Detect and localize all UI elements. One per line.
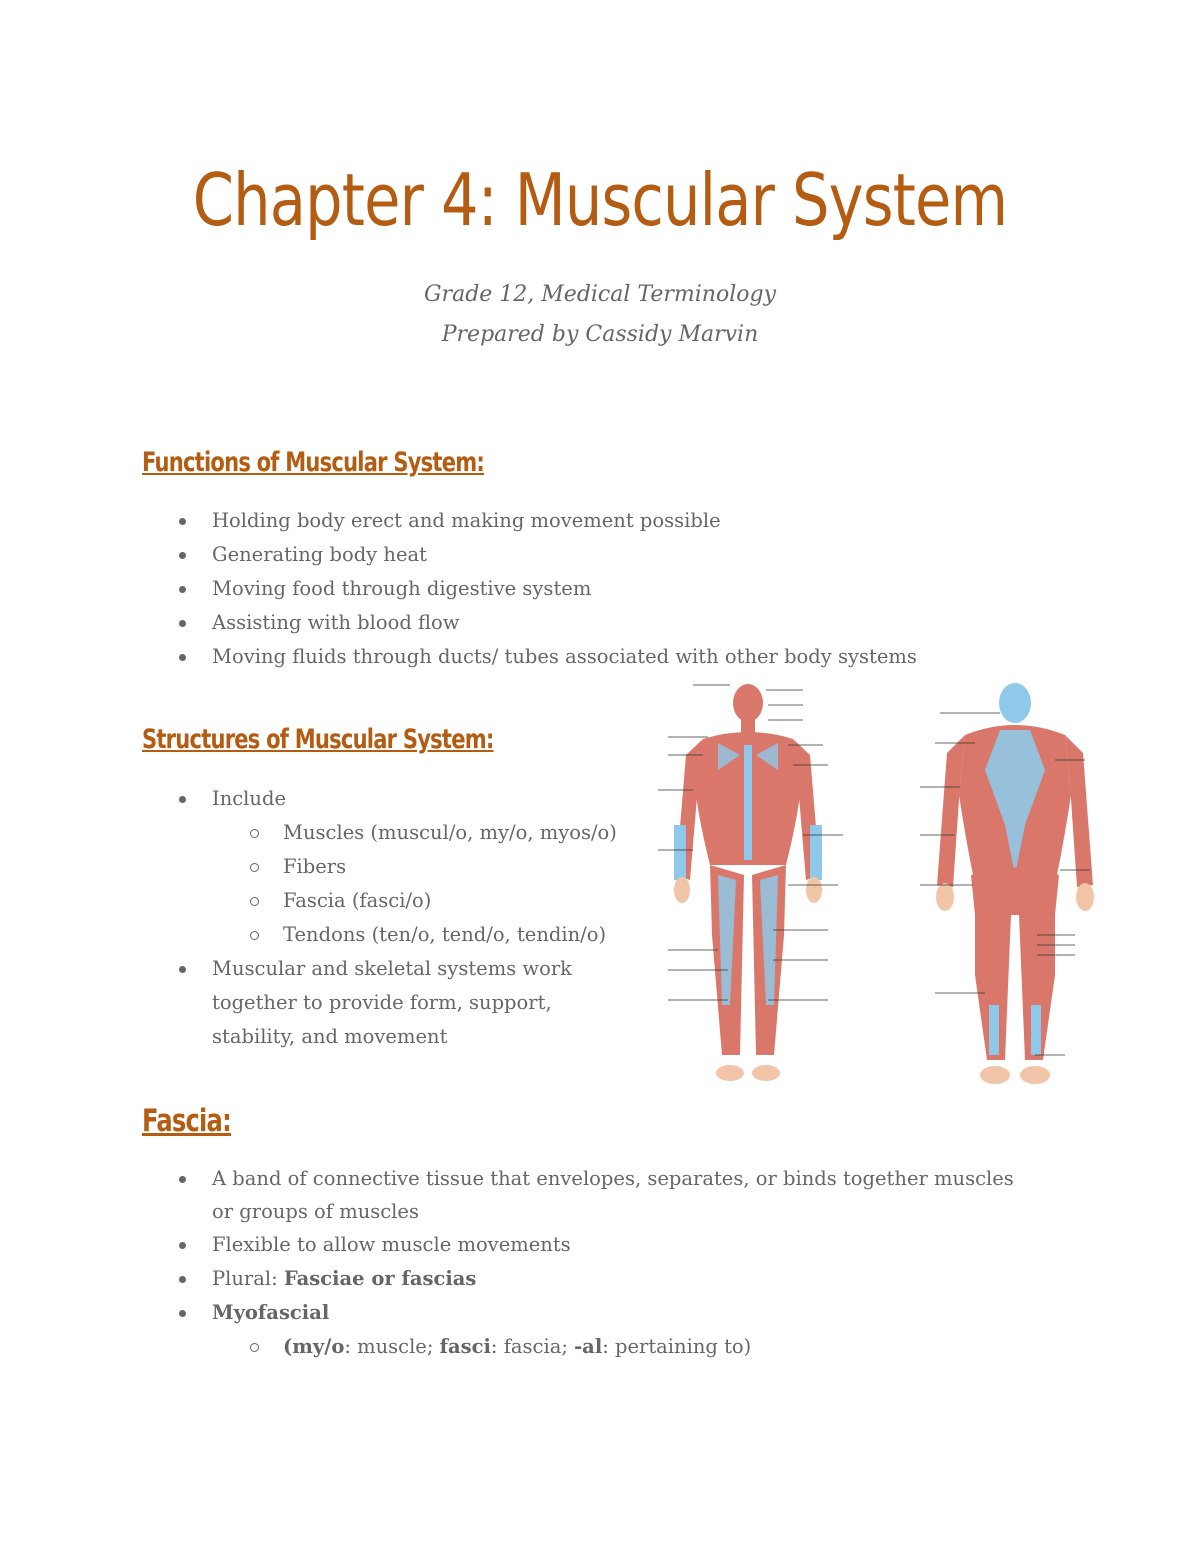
list-item: Moving fluids through ducts/ tubes assoc… (142, 640, 917, 674)
functions-heading: Functions of Muscular System: (142, 447, 485, 478)
list-item: Include (142, 782, 617, 816)
list-item: Fascia (fasci/o) (142, 884, 617, 918)
anatomy-illustration-icon (643, 675, 1133, 1095)
def-myo: : muscle; (344, 1335, 440, 1358)
def-fasci: : fascia; (490, 1335, 575, 1358)
fascia-def-line-1: A band of connective tissue that envelop… (212, 1167, 1014, 1190)
page-title: Chapter 4: Muscular System (192, 158, 1008, 242)
muscular-anatomy-figure (643, 675, 1133, 1095)
list-item: Tendons (ten/o, tend/o, tendin/o) (142, 918, 617, 952)
fascia-heading: Fascia: (142, 1103, 232, 1139)
structures-list: Include Muscles (muscul/o, my/o, myos/o)… (142, 782, 617, 1054)
list-item: Muscular and skeletal systems work toget… (142, 952, 617, 1054)
fascia-list: A band of connective tissue that envelop… (142, 1162, 1014, 1364)
list-item: Flexible to allow muscle movements (142, 1228, 1014, 1262)
list-item: Moving food through digestive system (142, 572, 917, 606)
plural-label: Plural: (212, 1267, 284, 1290)
fascia-def-line-2: or groups of muscles (212, 1200, 419, 1223)
work-line-3: stability, and movement (212, 1025, 448, 1048)
functions-list: Holding body erect and making movement p… (142, 504, 917, 674)
list-item: Fibers (142, 850, 617, 884)
structures-heading: Structures of Muscular System: (142, 724, 494, 755)
list-item: Generating body heat (142, 538, 917, 572)
posterior-body (920, 683, 1094, 1084)
work-line-1: Muscular and skeletal systems work (212, 957, 572, 980)
list-item: A band of connective tissue that envelop… (142, 1162, 1014, 1228)
anterior-body (658, 684, 843, 1081)
term-myo: my/o (292, 1335, 345, 1358)
subtitle-course: Grade 12, Medical Terminology (423, 282, 777, 307)
list-item: Muscles (muscul/o, my/o, myos/o) (142, 816, 617, 850)
term-al: -al (574, 1335, 603, 1358)
list-item: Assisting with blood flow (142, 606, 917, 640)
plural-value: Fasciae or fascias (283, 1267, 477, 1290)
term-fasci: fasci (439, 1335, 491, 1358)
def-al: : pertaining to) (602, 1335, 752, 1358)
list-item: Holding body erect and making movement p… (142, 504, 917, 538)
breakdown-open: ( (283, 1335, 293, 1358)
list-item: Myofascial (142, 1296, 1014, 1330)
list-item: (my/o: muscle; fasci: fascia; -al: perta… (142, 1330, 1014, 1364)
work-line-2: together to provide form, support, (212, 991, 552, 1014)
list-item: Plural: Fasciae or fascias (142, 1262, 1014, 1296)
subtitle-author: Prepared by Cassidy Marvin (441, 322, 759, 347)
myofascial-term: Myofascial (212, 1301, 330, 1324)
